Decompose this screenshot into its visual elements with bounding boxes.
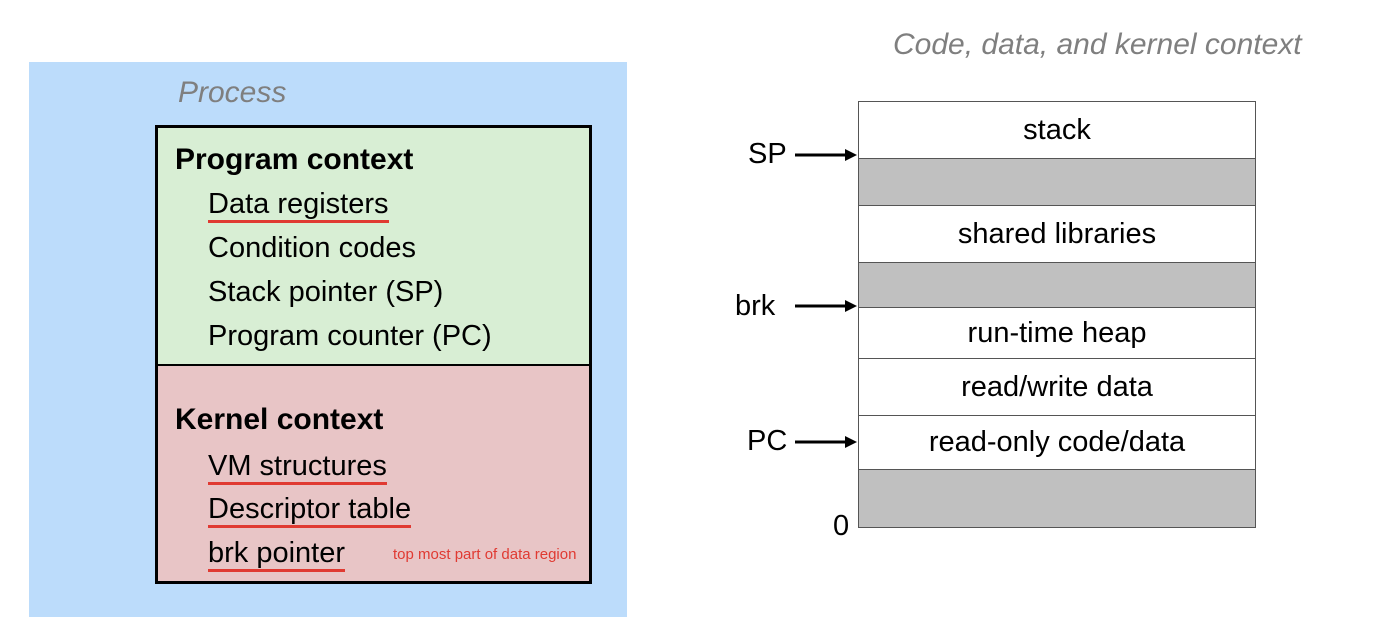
pc-arrow-icon (795, 436, 857, 448)
segment-gap-2 (858, 262, 1256, 308)
segment-read-only-code-data: read-only code/data (858, 415, 1256, 470)
program-context-item-condition-codes: Condition codes (208, 232, 416, 264)
sp-arrow-icon (795, 149, 857, 161)
process-label: Process (178, 76, 287, 109)
sp-label: SP (748, 138, 787, 170)
brk-pointer-annotation: top most part of data region (393, 546, 577, 563)
memory-layout: stack shared libraries run-time heap rea… (858, 101, 1256, 528)
brk-arrow-icon (795, 300, 857, 312)
segment-stack: stack (858, 101, 1256, 159)
kernel-context-section: Kernel context VM structures Descriptor … (158, 366, 589, 581)
program-context-item-data-registers: Data registers (208, 186, 389, 223)
brk-label: brk (735, 290, 776, 322)
zero-address-label: 0 (833, 510, 850, 542)
process-context-box: Program context Data registers Condition… (155, 125, 592, 584)
segment-gap-1 (858, 158, 1256, 206)
kernel-context-item-brk-pointer: brk pointer (208, 535, 346, 572)
kernel-context-item-descriptor-table: Descriptor table (208, 491, 412, 528)
segment-gap-3 (858, 469, 1256, 528)
segment-read-write-data: read/write data (858, 358, 1256, 416)
program-context-heading: Program context (175, 143, 414, 176)
memory-title: Code, data, and kernel context (893, 28, 1302, 61)
segment-shared-libraries: shared libraries (858, 205, 1256, 263)
program-context-item-stack-pointer: Stack pointer (SP) (208, 276, 444, 308)
program-context-item-program-counter: Program counter (PC) (208, 320, 492, 352)
context-divider (158, 364, 589, 367)
segment-run-time-heap: run-time heap (858, 307, 1256, 359)
kernel-context-heading: Kernel context (175, 403, 384, 436)
kernel-context-item-vm-structures: VM structures (208, 448, 387, 485)
pc-label: PC (747, 425, 788, 457)
program-context-section: Program context Data registers Condition… (158, 128, 589, 366)
